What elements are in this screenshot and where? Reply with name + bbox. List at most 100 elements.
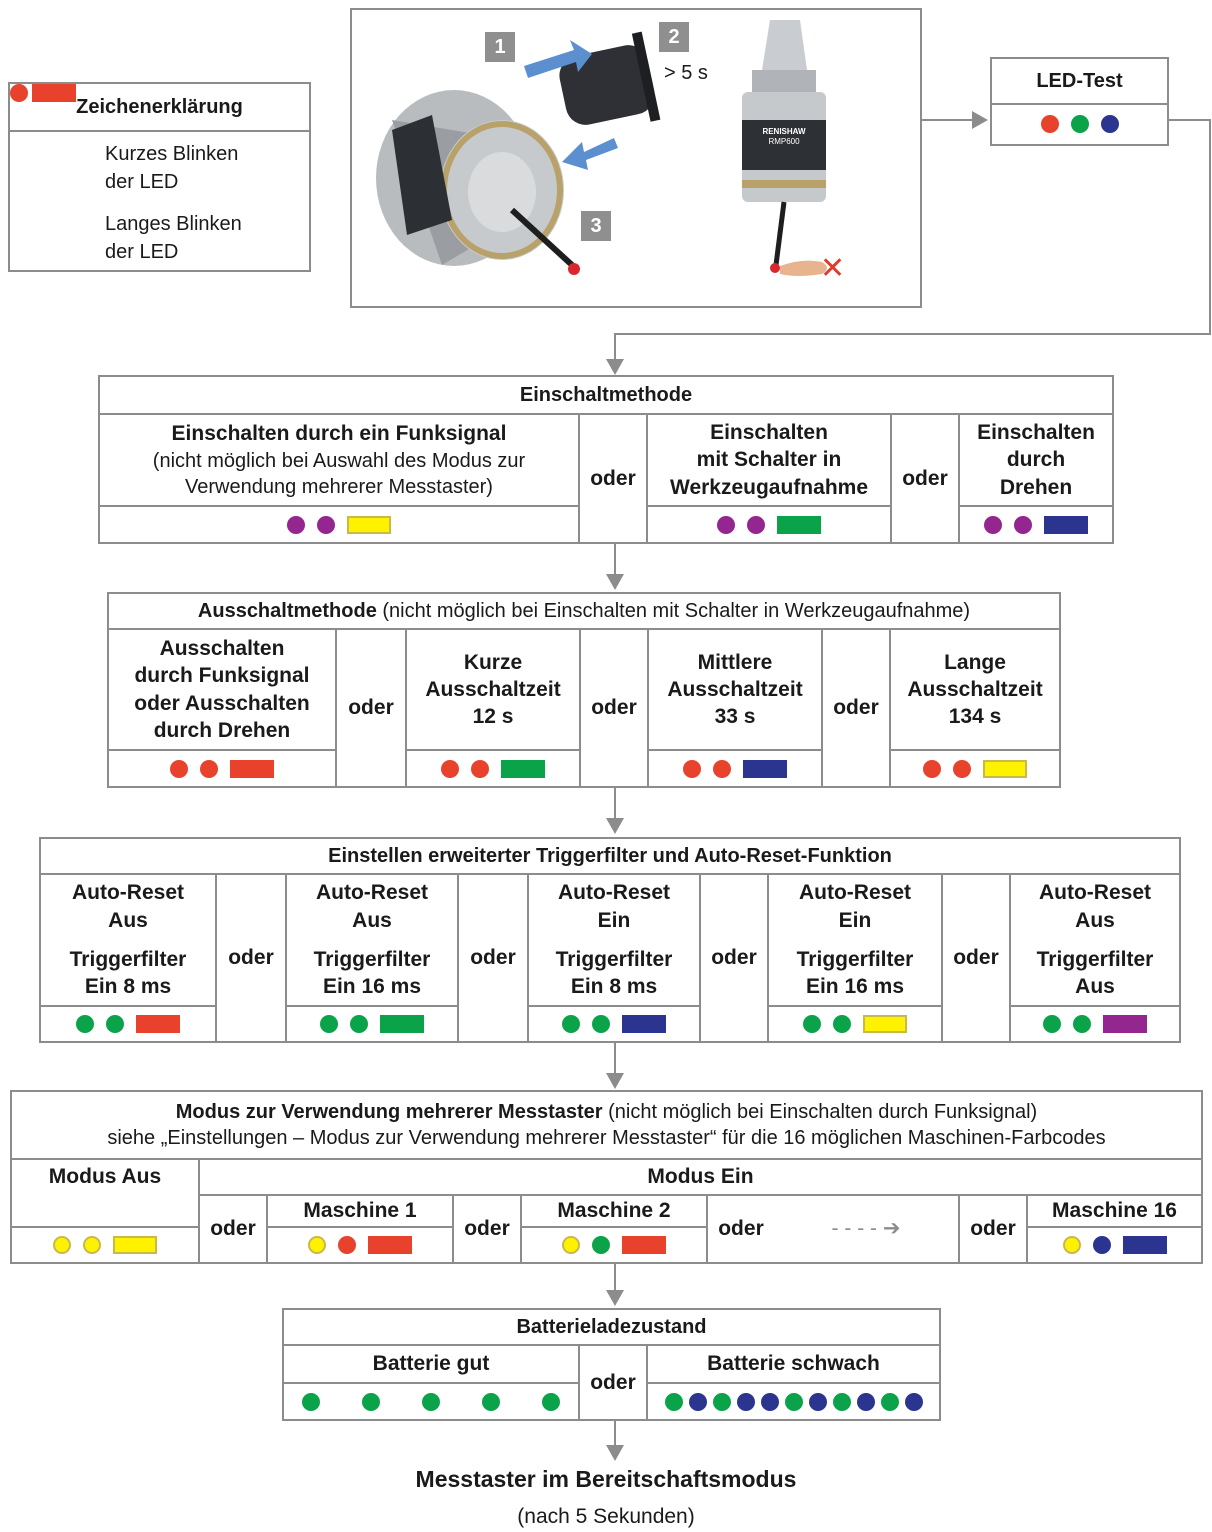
led-short-blink (562, 1236, 580, 1254)
switch-on-sep (646, 413, 648, 542)
or-label: oder (348, 696, 394, 720)
trigger-sep (767, 873, 769, 1041)
battery-low-label: Batterie schwach (707, 1352, 880, 1376)
switch-off-led-divider (405, 749, 579, 751)
battery-box: Batterieladezustand Batterie gut oder Ba… (282, 1308, 941, 1421)
machine-led-divider (1026, 1226, 1201, 1228)
trigger-option-3-leds (529, 1007, 699, 1041)
switch-off-short-option: Kurze Ausschaltzeit 12 s (425, 650, 561, 729)
machine-1-leds (268, 1228, 452, 1262)
machine-16-leds (1028, 1228, 1201, 1262)
led-short-blink (832, 1392, 851, 1411)
battery-sep (578, 1344, 580, 1419)
machine-sep (452, 1194, 454, 1262)
battery-low-leds (648, 1384, 939, 1419)
led-short-blink (592, 1236, 610, 1254)
led-short-blink (441, 759, 459, 778)
led-short-blink (953, 759, 971, 778)
mode-off-led-divider (12, 1226, 198, 1228)
led-short-blink (317, 515, 335, 534)
trigger-led-divider (767, 1005, 941, 1007)
led-long-blink (113, 1236, 157, 1254)
led-test-title: LED-Test (1036, 70, 1123, 92)
machine-2-leds (522, 1228, 706, 1262)
led-long-blink (622, 1015, 666, 1033)
mode-off-leds (12, 1228, 198, 1262)
probe-in-holder-image: ✕ (742, 20, 845, 286)
led-test-leds (992, 103, 1167, 144)
connector-down-6 (614, 1421, 616, 1447)
mode-on-divider (200, 1194, 1201, 1196)
switch-on-box: Einschaltmethode Einschalten durch ein F… (98, 375, 1114, 544)
arrow-to-switch-on (606, 359, 624, 375)
trigger-option-5-leds (1011, 1007, 1179, 1041)
switch-on-led-divider (100, 505, 578, 507)
led-test-box: LED-Test (990, 57, 1169, 146)
or-label: oder (591, 696, 637, 720)
trigger-led-divider (527, 1005, 699, 1007)
machine-sep (266, 1194, 268, 1262)
led-short-blink (760, 1392, 779, 1411)
standby-title: Messtaster im Bereitschaftsmodus (415, 1466, 797, 1492)
step-3-badge: 3 (581, 211, 611, 241)
continuation-arrow: - - - - ➔ (831, 1217, 901, 1241)
connector-right-vertical (1209, 119, 1211, 335)
trigger-option-4-leds (769, 1007, 941, 1041)
or-label: oder (464, 1217, 510, 1241)
led-short-blink (1100, 114, 1119, 133)
battery-cassette-image (559, 31, 661, 125)
switch-off-title: Ausschaltmethode (nicht möglich bei Eins… (197, 600, 971, 622)
or-label: oder (970, 1217, 1016, 1241)
machine-sep (1026, 1194, 1028, 1262)
battery-led-divider (646, 1382, 939, 1384)
led-long-blink (1122, 1236, 1167, 1254)
led-long-blink (622, 1236, 666, 1254)
trigger-sep (457, 873, 459, 1041)
or-label: oder (228, 946, 274, 970)
led-short-blink (471, 759, 489, 778)
led-short-blink (808, 1392, 827, 1411)
led-short-blink (856, 1392, 875, 1411)
switch-on-radio-leds (100, 507, 578, 542)
or-label: oder (833, 696, 879, 720)
arrow-to-switch-off (606, 574, 624, 590)
led-long-blink (743, 759, 787, 778)
led-long-blink (1103, 1015, 1147, 1033)
switch-off-sep (405, 628, 407, 786)
or-label: oder (902, 466, 948, 490)
led-short-blink (803, 1015, 821, 1033)
connector-down-4 (614, 1043, 616, 1075)
switch-on-title: Einschaltmethode (519, 384, 693, 406)
or-label: oder (210, 1217, 256, 1241)
trigger-led-divider (285, 1005, 457, 1007)
trigger-title-divider (41, 873, 1179, 875)
multi-probe-header: Modus zur Verwendung mehrerer Messtaster… (107, 1101, 1106, 1149)
trigger-led-divider (1009, 1005, 1179, 1007)
mode-on-label: Modus Ein (647, 1165, 754, 1189)
switch-off-led-divider (109, 749, 335, 751)
battery-sep (646, 1344, 648, 1419)
led-short-blink (308, 1236, 326, 1254)
switch-off-led-divider (647, 749, 821, 751)
led-short-blink (736, 1392, 755, 1411)
led-short-blink (170, 759, 188, 778)
switch-off-medium-option: Mittlere Ausschaltzeit 33 s (667, 650, 803, 729)
trigger-option-4: Auto-Reset Ein Triggerfilter Ein 16 ms (796, 881, 914, 999)
led-short-blink (1073, 1015, 1091, 1033)
trigger-sep (527, 873, 529, 1041)
switch-off-sep (647, 628, 649, 786)
or-label: oder (718, 1217, 764, 1241)
led-short-blink (747, 515, 765, 534)
led-short-blink (362, 1392, 380, 1411)
led-short-blink (76, 1015, 94, 1033)
svg-text:✕: ✕ (820, 251, 845, 286)
or-label: oder (711, 946, 757, 970)
switch-on-title-divider (100, 413, 1112, 415)
led-short-blink (422, 1392, 440, 1411)
led-long-blink (347, 515, 391, 534)
connector-down-5 (614, 1264, 616, 1292)
trigger-sep (699, 873, 701, 1041)
led-short-blink (562, 1015, 580, 1033)
led-short-blink (1092, 1236, 1111, 1254)
connector-to-led-test (922, 119, 977, 121)
